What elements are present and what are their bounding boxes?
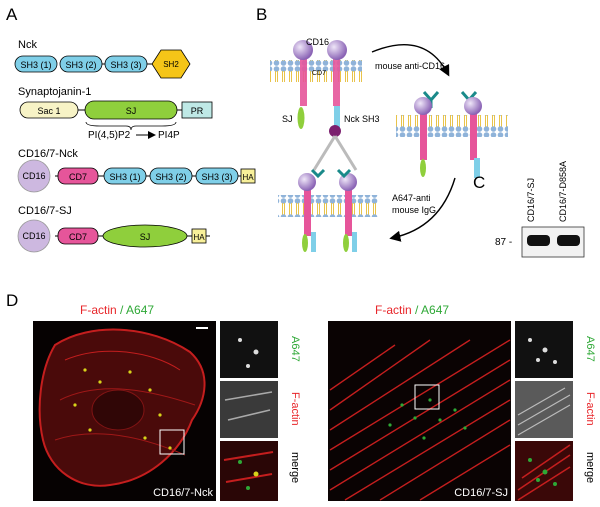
construct-cd16-7-nck: CD16/7-Nck CD16 CD7 SH3 (1) SH3 (2) SH3 …: [17, 148, 256, 193]
mw-marker: 87 -: [495, 237, 512, 248]
micrograph-cd16-7-sj: CD16/7-SJ: [328, 321, 511, 501]
panel-c-letter: C: [473, 173, 485, 192]
label-sj: SJ: [282, 114, 293, 124]
domain-label: CD7: [69, 172, 87, 182]
inset-label: A647: [584, 336, 596, 362]
domain-label: HA: [193, 233, 205, 242]
domain-label: SH3 (2): [155, 172, 186, 182]
inset-label: A647: [289, 336, 301, 362]
domain-label: SH3 (3): [201, 172, 232, 182]
domain-label: SH2: [163, 60, 179, 69]
inset-label: F-actin: [584, 392, 596, 426]
d-header-right: F-actin / A647: [375, 303, 449, 317]
domain-label: HA: [242, 173, 254, 182]
domain-label: SH3 (2): [65, 60, 96, 70]
step2-label-line2: mouse IgG: [392, 205, 436, 215]
domain-label: SJ: [126, 106, 137, 116]
construct-nck: Nck SH3 (1) SH3 (2) SH3 (3) SH2: [14, 39, 191, 79]
domain-label: SH3 (3): [110, 60, 141, 70]
membrane-schematic-2: [396, 91, 508, 178]
inset-label: merge: [289, 452, 301, 483]
inset-label: F-actin: [289, 392, 301, 426]
lane-label: CD16/7-SJ: [526, 178, 536, 222]
blot-band-1: [527, 235, 550, 246]
construct-cd16-7-sj: CD16/7-SJ CD16 CD7 SJ HA: [17, 205, 210, 253]
image-caption: CD16/7-Nck: [153, 487, 213, 499]
label-nck-sh3: Nck SH3: [344, 114, 380, 124]
construct-name: CD16/7-SJ: [18, 205, 72, 217]
domain-label: SH3 (1): [20, 60, 51, 70]
micrograph-cd16-7-nck: CD16/7-Nck: [33, 321, 216, 501]
construct-name: CD16/7-Nck: [18, 148, 78, 160]
membrane-schematic-1: CD16 CD7 SJ Nck SH3: [270, 37, 380, 129]
label-cd16: CD16: [306, 37, 329, 47]
domain-label: CD16: [22, 231, 45, 241]
panel-a-letter: A: [6, 5, 18, 24]
lane-label: CD16/7-D858A: [558, 161, 568, 222]
panel-b-letter: B: [256, 5, 267, 24]
domain-label: SH3 (1): [109, 172, 140, 182]
step1-label: mouse anti-CD16: [375, 61, 445, 71]
panel-d-letter: D: [6, 291, 18, 310]
construct-name: Nck: [18, 39, 37, 51]
step2-label-line1: A647-anti: [392, 193, 431, 203]
domain-label: SJ: [140, 232, 151, 242]
label-cd7: CD7: [312, 70, 326, 77]
insets-right: A647 F-actin merge: [515, 321, 596, 501]
domain-label: CD7: [69, 232, 87, 242]
sh2-hexagon: [151, 49, 191, 79]
step-arrow-2: [389, 177, 456, 242]
d-header-left: F-actin / A647: [80, 303, 154, 317]
construct-synaptojanin: Synaptojanin-1 Sac 1 SJ PR PI(4,5)P2 PI4…: [18, 86, 213, 141]
domain-label: CD16: [22, 171, 45, 181]
membrane-schematic-3: [278, 125, 378, 252]
construct-name: Synaptojanin-1: [18, 86, 91, 98]
image-caption: CD16/7-SJ: [454, 487, 508, 499]
inset-label: merge: [584, 452, 596, 483]
domain-label: PR: [191, 106, 204, 116]
domain-label: Sac 1: [37, 106, 60, 116]
reaction-product: PI4P: [158, 130, 180, 141]
insets-left: A647 F-actin merge: [220, 321, 301, 501]
reaction-substrate: PI(4,5)P2: [88, 130, 131, 141]
blot-band-2: [557, 235, 580, 246]
step-arrow-1: [371, 44, 450, 77]
